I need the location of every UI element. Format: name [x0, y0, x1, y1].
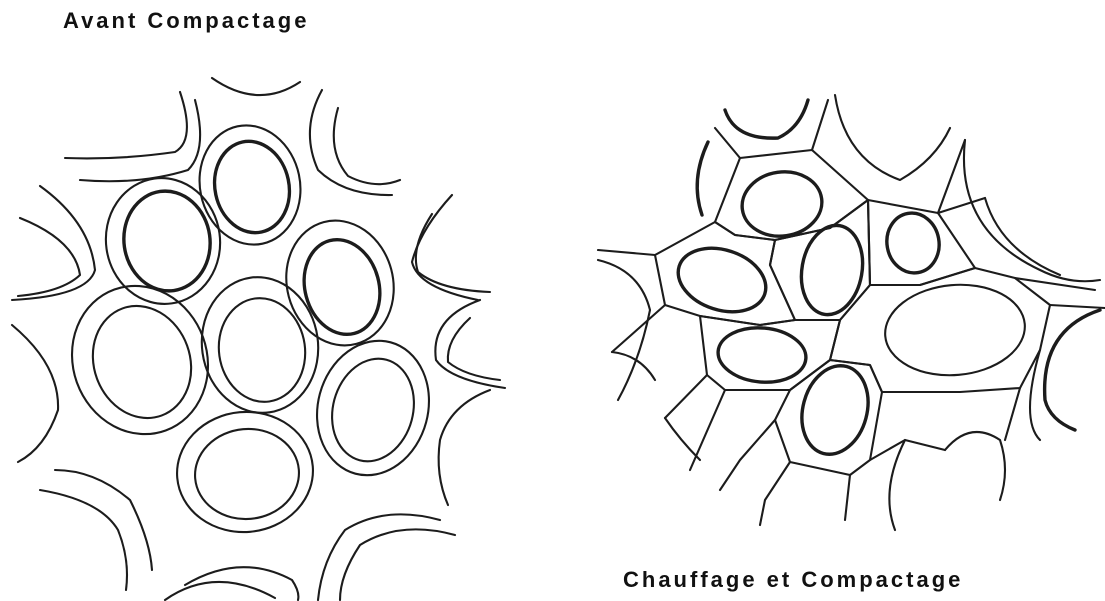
- particle-core: [882, 209, 944, 277]
- particle-core: [738, 167, 826, 242]
- coated-particle: [172, 406, 318, 537]
- neighbour-coating-shells: [598, 95, 1100, 530]
- coated-particle: [273, 208, 408, 357]
- coated-particle: [302, 328, 443, 488]
- after-compaction-drawing: [598, 95, 1105, 530]
- before-compaction-drawing: [12, 78, 505, 600]
- particle-core: [881, 279, 1028, 381]
- particle-core: [670, 238, 774, 323]
- compacted-coating-network: [598, 100, 1105, 525]
- particle-core: [716, 324, 808, 385]
- particle-core: [795, 220, 870, 319]
- neighbour-coating-shells: [12, 78, 505, 600]
- coated-particle: [189, 116, 312, 254]
- coated-particle: [98, 171, 228, 312]
- particle-core: [792, 358, 877, 461]
